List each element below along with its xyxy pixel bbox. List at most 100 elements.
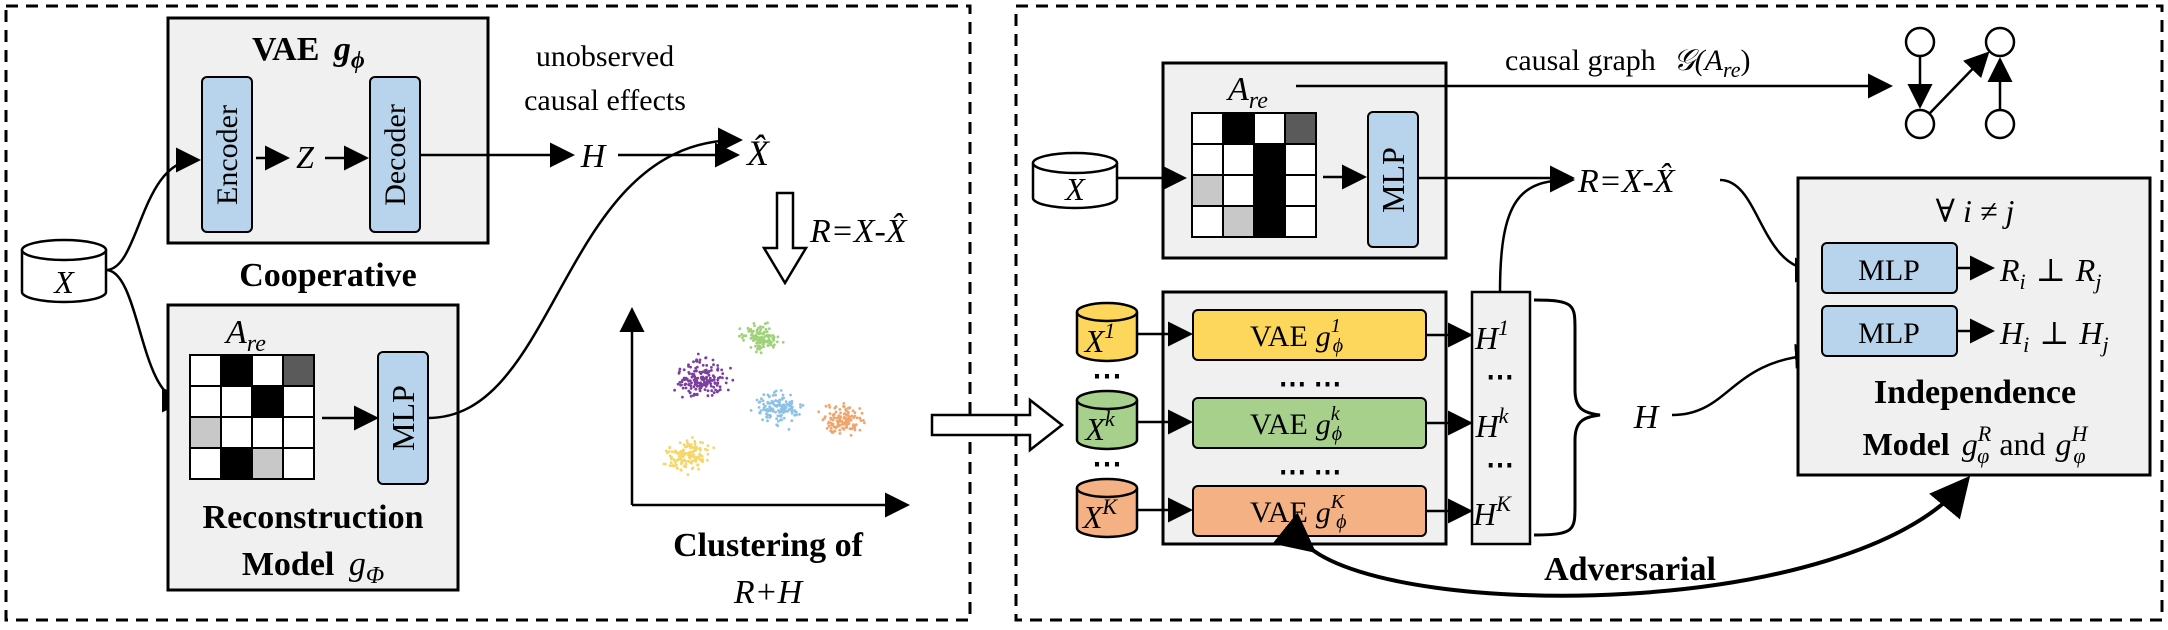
mlp-label-left: MLP — [385, 385, 421, 451]
scatter-point — [707, 370, 711, 374]
scatter-point — [760, 339, 764, 342]
scatter-point — [692, 360, 695, 364]
scatter-point — [798, 413, 801, 416]
scatter-point — [712, 391, 716, 395]
matrix-cell — [220, 385, 253, 418]
left-panel-border — [4, 4, 972, 622]
scatter-point — [766, 401, 770, 405]
scatter-point — [781, 393, 785, 397]
scatter-point — [756, 347, 759, 351]
xk-label: Xk — [1083, 406, 1116, 447]
scatter-point — [842, 402, 846, 405]
scatter-point — [817, 410, 821, 414]
scatter-point — [714, 388, 717, 392]
scatter-point — [742, 338, 745, 342]
scatter-point — [740, 333, 744, 336]
adjacency-matrix-left — [189, 354, 315, 480]
hidden-independence: Hi⊥Hj — [1999, 315, 2109, 357]
scatter-point — [758, 345, 762, 348]
scatter-point — [851, 409, 855, 413]
matrix-cell — [282, 447, 315, 480]
scatter-point — [698, 457, 702, 461]
unobserved-label-line2: causal effects — [524, 84, 686, 117]
scatter-point — [771, 344, 775, 348]
scatter-point — [701, 383, 704, 386]
scatter-point — [674, 449, 677, 453]
scatter-point — [772, 335, 776, 339]
cluster-scatter-plot — [619, 307, 910, 518]
scatter-point — [754, 344, 757, 348]
scatter-point — [698, 384, 701, 388]
input-x-cylinder — [20, 238, 108, 304]
scatter-point — [690, 459, 694, 463]
scatter-point — [694, 369, 698, 373]
adjacency-matrix-right — [1191, 112, 1317, 238]
scatter-point — [766, 344, 770, 347]
scatter-point — [860, 411, 864, 415]
scatter-point — [682, 459, 686, 462]
scatter-point — [694, 387, 698, 391]
scatter-point — [772, 391, 776, 394]
scatter-point — [684, 382, 688, 386]
scatter-point — [696, 463, 699, 467]
scatter-point — [827, 424, 831, 428]
residual-equation-left: R=X-X̂ — [809, 213, 908, 250]
scatter-point — [785, 403, 789, 406]
scatter-point — [693, 459, 697, 463]
scatter-point — [762, 408, 765, 411]
scatter-point — [689, 450, 692, 454]
scatter-point — [789, 393, 792, 397]
scatter-point — [700, 370, 704, 374]
scatter-point — [768, 405, 771, 409]
scatter-point — [682, 464, 686, 468]
scatter-point — [769, 343, 773, 346]
matrix-cell — [189, 354, 222, 387]
matrix-cell — [251, 447, 284, 480]
scatter-point — [718, 388, 722, 392]
scatter-point — [784, 406, 788, 409]
scatter-point — [830, 431, 834, 434]
scatter-point — [762, 402, 765, 406]
matrix-cell — [282, 385, 315, 418]
scatter-point — [769, 414, 772, 418]
scatter-point — [685, 439, 689, 443]
vae-box-k — [1192, 397, 1427, 449]
input-x-label: X — [52, 264, 75, 300]
scatter-point — [847, 419, 851, 422]
scatter-point — [703, 369, 707, 373]
scatter-point — [863, 421, 866, 425]
scatter-point — [767, 336, 770, 339]
scatter-point — [801, 404, 805, 407]
xk-cylinder — [1075, 389, 1139, 451]
scatter-point — [721, 376, 724, 380]
scatter-point — [713, 375, 716, 379]
scatter-point — [680, 452, 684, 456]
scatter-point — [711, 358, 715, 362]
scatter-point — [694, 359, 698, 363]
scatter-point — [680, 380, 684, 384]
scatter-point — [834, 410, 838, 414]
scatter-point — [771, 394, 775, 397]
scatter-point — [759, 397, 763, 400]
mlp-label-hidden: MLP — [1858, 317, 1920, 350]
scatter-point — [752, 338, 756, 342]
matrix-cell — [1191, 205, 1224, 238]
scatter-point — [838, 408, 842, 411]
scatter-point — [777, 399, 780, 403]
scatter-point — [764, 404, 767, 408]
scatter-point — [788, 404, 792, 408]
matrix-cell — [1284, 174, 1317, 207]
scatter-point — [705, 382, 709, 386]
scatter-point — [678, 367, 682, 371]
scatter-point — [779, 407, 783, 410]
hidden-h: H — [580, 138, 608, 175]
scatter-point — [699, 440, 702, 444]
scatter-point — [821, 418, 825, 422]
scatter-point — [828, 405, 832, 409]
matrix-cell — [251, 385, 284, 418]
scatter-point — [784, 400, 788, 403]
scatter-point — [706, 452, 710, 456]
scatter-point — [779, 389, 783, 392]
matrix-cell — [1253, 205, 1286, 238]
